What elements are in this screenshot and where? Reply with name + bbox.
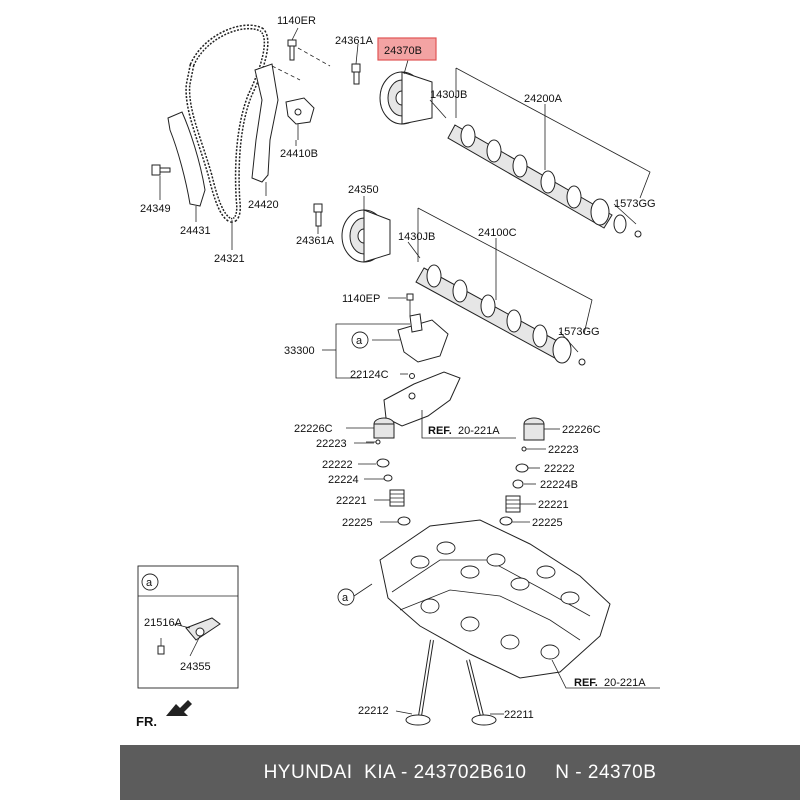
label-33300: 33300	[284, 345, 315, 357]
chain-guide	[251, 63, 279, 183]
cylinder-head	[379, 519, 611, 679]
label-24200A: 24200A	[524, 93, 563, 105]
label-22124C: 22124C	[350, 369, 389, 381]
camshaft-intake	[415, 264, 586, 366]
label-1140ER: 1140ER	[277, 15, 316, 27]
label-22225-right: 22225	[532, 517, 563, 529]
label-ref-1-bold: REF.	[428, 425, 452, 437]
label-1430JB-mid: 1430JB	[398, 231, 435, 243]
bolt-24349	[151, 164, 171, 176]
label-24349: 24349	[140, 203, 171, 215]
label-24361A-top: 24361A	[335, 35, 374, 47]
label-ref-1-number: 20-221A	[458, 425, 500, 437]
label-24410B: 24410B	[280, 148, 318, 160]
valve-parts-right	[499, 417, 545, 526]
label-24431: 24431	[180, 225, 211, 237]
label-22225-left: 22225	[342, 517, 373, 529]
parts-diagram: 1140ER 24361A 24370B 1430JB 24200A 24410…	[136, 15, 660, 729]
label-22211: 22211	[504, 709, 534, 721]
valve-parts-left	[366, 417, 411, 526]
label-22212: 22212	[358, 705, 389, 717]
label-22223-left: 22223	[316, 438, 347, 450]
tensioner-arm	[167, 111, 206, 207]
bolt-24361A-top	[351, 63, 361, 85]
oil-control-valve	[397, 293, 449, 363]
label-1430JB-top: 1430JB	[430, 89, 467, 101]
label-1140EP: 1140EP	[342, 293, 380, 305]
label-ref-2-number: 20-221A	[604, 677, 646, 689]
detail-inset-a	[137, 565, 239, 689]
intake-valve	[405, 639, 434, 726]
label-24420: 24420	[248, 199, 279, 211]
leader-lines	[159, 27, 660, 715]
label-22224B-right: 22224B	[540, 479, 578, 491]
front-arrow-icon	[166, 700, 192, 716]
label-22222-right: 22222	[544, 463, 575, 475]
label-1573GG-top: 1573GG	[614, 198, 656, 210]
label-1573GG-mid: 1573GG	[558, 326, 600, 338]
label-a-ref-2: a	[342, 592, 349, 604]
bolt-24361A-mid	[313, 203, 323, 227]
chain-tensioner	[285, 97, 315, 140]
label-21516A: 21516A	[144, 617, 183, 629]
footer-short-code: N - 24370B	[555, 761, 657, 783]
label-22221-right: 22221	[538, 499, 569, 511]
label-22226C-right: 22226C	[562, 424, 601, 436]
label-24100C: 24100C	[478, 227, 517, 239]
cvvt-sprocket-upper	[379, 71, 433, 125]
label-22223-right: 22223	[548, 444, 579, 456]
label-front: FR.	[136, 714, 157, 729]
label-a-ref-1: a	[356, 335, 363, 347]
label-24370B: 24370B	[384, 45, 422, 57]
camshaft-exhaust	[447, 124, 642, 238]
part-number-footer: HYUNDAI KIA - 243702B610 N - 24370B	[120, 745, 800, 800]
highlight-box-24370B	[377, 37, 437, 61]
label-22222-left: 22222	[322, 459, 353, 471]
label-22224-left: 22224	[328, 474, 359, 486]
label-22221-left: 22221	[336, 495, 367, 507]
part-labels: 1140ER 24361A 24370B 1430JB 24200A 24410…	[136, 15, 656, 729]
label-24355: 24355	[180, 661, 211, 673]
label-24321: 24321	[214, 253, 245, 265]
label-24361A-mid: 24361A	[296, 235, 335, 247]
timing-chain-assembly	[151, 24, 331, 223]
footer-brand-part-number: HYUNDAI KIA - 243702B610	[263, 761, 527, 783]
bolt-1140ER	[287, 39, 297, 61]
label-22226C-left: 22226C	[294, 423, 333, 435]
label-ref-2-bold: REF.	[574, 677, 598, 689]
label-24350: 24350	[348, 184, 379, 196]
exhaust-valve	[466, 659, 497, 726]
label-inset-a: a	[146, 577, 153, 589]
cvvt-sprocket-lower	[341, 209, 391, 263]
